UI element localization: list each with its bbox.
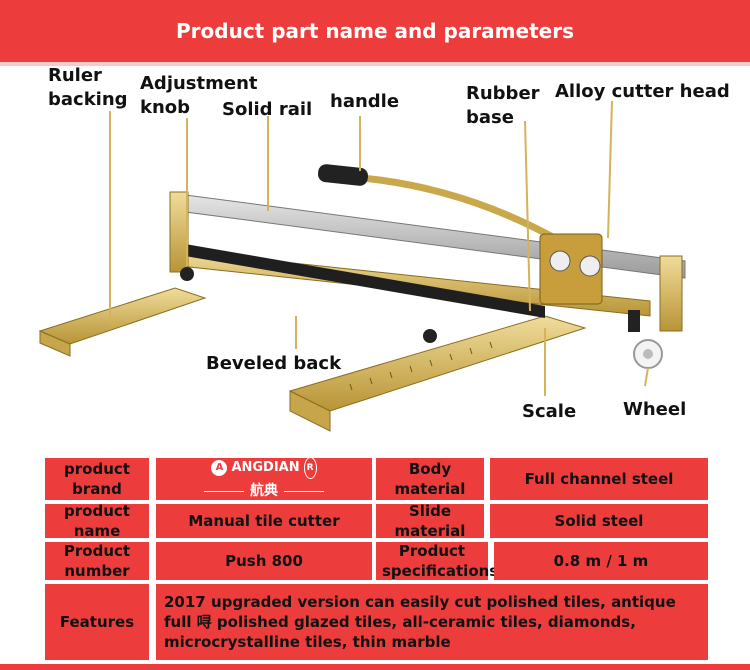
- label-solid-rail: Solid rail: [222, 99, 313, 120]
- cutter-head-shape: [539, 233, 603, 305]
- label-handle: handle: [330, 91, 400, 112]
- brand-label-cell: product brand: [45, 458, 149, 500]
- product-number-label-cell: Product number: [45, 542, 149, 580]
- label-alloy-cutter-head: Alloy cutter head: [555, 81, 730, 102]
- specs-value-cell: 0.8 m / 1 m: [494, 542, 708, 580]
- rubber-base-shape: [185, 244, 545, 318]
- product-name-label-cell: product name: [45, 502, 149, 540]
- product-name-value-cell: Manual tile cutter: [156, 504, 372, 538]
- features-label-cell: Features: [45, 584, 149, 660]
- label-ruler-backing: Ruler backing: [48, 65, 128, 110]
- adjustment-knob-shape: [180, 267, 194, 281]
- brand-logo-cell: A ANGDIAN R 航典: [156, 457, 372, 500]
- page-title: Product part name and parameters: [176, 19, 574, 43]
- page-header: Product part name and parameters: [0, 0, 750, 66]
- registered-mark-icon: R: [303, 457, 317, 479]
- brand-logo: A ANGDIAN R: [211, 457, 317, 479]
- handle-grip: [317, 164, 369, 186]
- specs-label-cell: Product specifications: [376, 542, 498, 580]
- slide-material-value-cell: Solid steel: [490, 504, 708, 538]
- slide-material-label-cell: Slide material: [376, 502, 484, 540]
- bottom-border: [0, 664, 750, 670]
- body-material-label-cell: Body material: [376, 458, 484, 500]
- ruler-backing-shape: [38, 287, 207, 345]
- label-adjustment-knob: Adjustment knob: [140, 73, 258, 118]
- label-wheel: Wheel: [623, 399, 687, 420]
- body-material-value-cell: Full channel steel: [490, 458, 708, 500]
- features-value-cell: 2017 upgraded version can easily cut pol…: [156, 584, 708, 660]
- product-number-value-cell: Push 800: [156, 542, 372, 580]
- tile-cutter-illustration: [38, 100, 686, 432]
- brand-logo-icon: A: [211, 460, 228, 476]
- label-beveled-back: Beveled back: [206, 353, 342, 374]
- label-scale: Scale: [522, 401, 577, 422]
- label-rubber-base: Rubber base: [466, 83, 540, 128]
